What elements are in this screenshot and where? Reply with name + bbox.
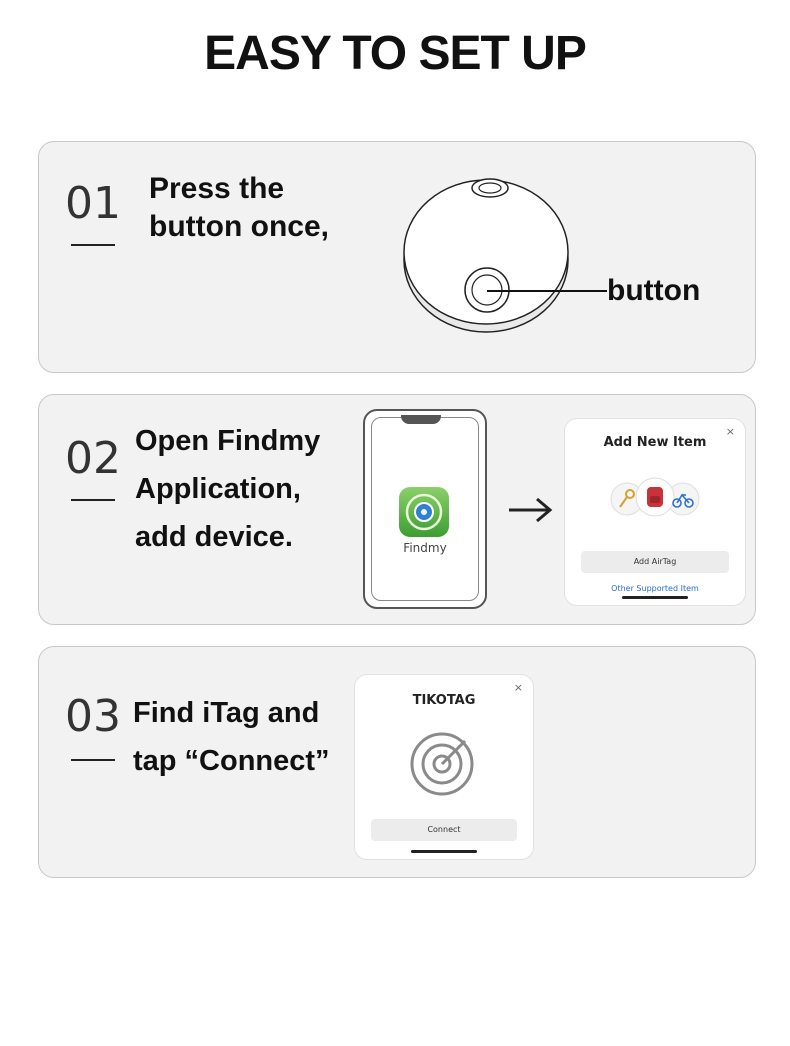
- bicycle-icon: [672, 493, 694, 508]
- app-label: Findmy: [403, 541, 447, 555]
- close-icon[interactable]: ×: [513, 681, 523, 694]
- step-number: 01: [65, 178, 121, 229]
- step-dash: [71, 759, 115, 761]
- card-title: Add New Item: [603, 435, 707, 450]
- step-number: 03: [65, 691, 121, 742]
- step-text-line: button once,: [149, 210, 329, 243]
- step-text-line: Application,: [135, 473, 301, 505]
- step-3-panel: 03 Find iTag and tap “Connect” × TIKOTAG…: [38, 646, 756, 878]
- phone-notch: [401, 415, 441, 424]
- button-callout-label: button: [607, 274, 701, 307]
- home-indicator: [411, 850, 477, 853]
- step-text-line: Open Findmy: [135, 425, 321, 457]
- step-instruction: Open Findmy Application, add device.: [135, 417, 320, 561]
- close-icon[interactable]: ×: [725, 425, 735, 438]
- connect-button[interactable]: Connect: [371, 819, 517, 841]
- other-supported-item-link[interactable]: Other Supported Item: [611, 584, 699, 593]
- step-dash: [71, 244, 115, 246]
- card-title: TIKOTAG: [412, 693, 476, 708]
- key-icon: [619, 489, 635, 508]
- callout-line: [487, 290, 607, 292]
- step-instruction: Find iTag and tap “Connect”: [133, 689, 330, 785]
- home-indicator: [622, 596, 688, 599]
- step-text-line: Find iTag and: [133, 697, 320, 729]
- step-1-panel: 01 Press the button once, button: [38, 141, 756, 373]
- step-text-line: Press the: [149, 172, 285, 205]
- step-number: 02: [65, 433, 121, 484]
- item-icons: [605, 475, 705, 519]
- tracker-tag-icon: [401, 174, 571, 334]
- add-item-card: × Add New Item: [565, 419, 745, 605]
- radar-icon: [409, 731, 475, 797]
- connect-card: × TIKOTAG Connect: [355, 675, 533, 859]
- findmy-app-icon[interactable]: [399, 487, 449, 537]
- phone-mockup: Findmy: [363, 409, 487, 609]
- arrow-right-icon: [507, 495, 553, 525]
- step-2-panel: 02 Open Findmy Application, add device. …: [38, 394, 756, 625]
- step-text-line: tap “Connect”: [133, 745, 330, 777]
- step-instruction: Press the button once,: [149, 170, 329, 246]
- backpack-icon: [647, 487, 663, 507]
- add-airtag-button[interactable]: Add AirTag: [581, 551, 729, 573]
- step-dash: [71, 499, 115, 501]
- page-title: EASY TO SET UP: [204, 27, 587, 80]
- step-text-line: add device.: [135, 521, 293, 553]
